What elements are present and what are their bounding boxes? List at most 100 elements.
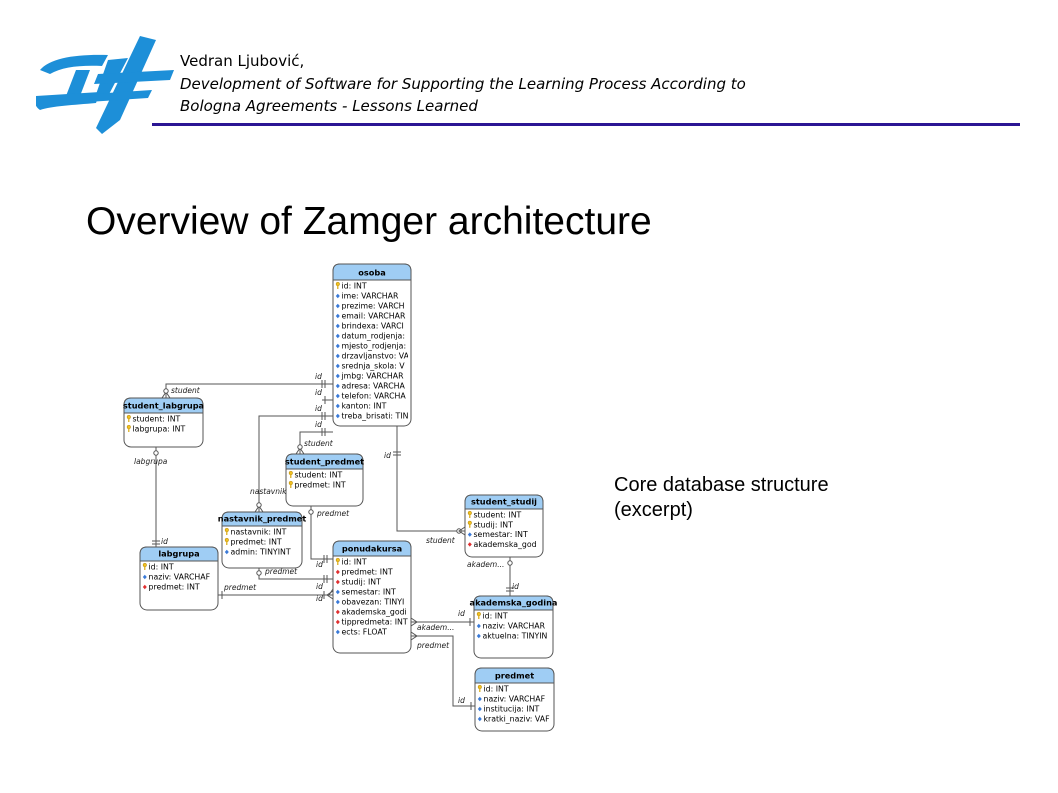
cardinality-optional bbox=[256, 502, 262, 508]
field-label: jmbg: VARCHAR bbox=[341, 372, 405, 381]
relation-line bbox=[258, 415, 333, 512]
relation-label: akadem... bbox=[417, 623, 454, 632]
field-label: aktuelna: TINYIN bbox=[483, 632, 548, 641]
relation-label: predmet bbox=[316, 509, 350, 518]
foreign-key-icon bbox=[335, 579, 340, 585]
table-field: nastavnik: INT bbox=[224, 528, 287, 537]
cardinality-many bbox=[458, 526, 466, 536]
table-title: labgrupa bbox=[158, 549, 199, 559]
table-field: akademska_godi bbox=[335, 608, 407, 617]
column-icon bbox=[335, 393, 340, 399]
foreign-key-icon bbox=[335, 609, 340, 615]
table-field: id: INT bbox=[142, 563, 174, 572]
field-label: obavezan: TINYI bbox=[342, 598, 405, 607]
column-icon bbox=[335, 323, 340, 329]
table-header bbox=[464, 494, 544, 510]
field-label: naziv: VARCHAR bbox=[483, 622, 546, 631]
faculty-logo bbox=[36, 36, 174, 134]
table-header bbox=[285, 453, 364, 470]
cardinality-optional bbox=[507, 560, 513, 566]
table-field: akademska_god bbox=[467, 540, 537, 549]
relation-line bbox=[411, 635, 475, 707]
table-field: student: INT bbox=[288, 470, 343, 480]
column-icon bbox=[335, 403, 340, 409]
field-label: predmet: INT bbox=[149, 583, 200, 592]
caption-line2: (excerpt) bbox=[614, 499, 693, 521]
field-label: student: INT bbox=[295, 471, 343, 480]
column-icon bbox=[142, 574, 147, 580]
table-header bbox=[332, 540, 412, 557]
table-field: datum_rodjenja: bbox=[335, 332, 405, 341]
table-title: akademska_godina bbox=[470, 598, 558, 608]
primary-key-icon bbox=[467, 510, 472, 518]
column-icon bbox=[477, 706, 482, 712]
table-field: mjesto_rodjenja: bbox=[335, 342, 407, 351]
relation-label: akadem... bbox=[467, 560, 504, 569]
table-field: kanton: INT bbox=[335, 402, 387, 411]
field-label: id: INT bbox=[342, 558, 367, 567]
table-field: ime: VARCHAR bbox=[335, 292, 399, 301]
relationship-lines bbox=[152, 380, 514, 710]
foreign-key-icon bbox=[142, 584, 147, 590]
field-label: semestar: INT bbox=[474, 530, 528, 539]
relation-line bbox=[310, 506, 333, 560]
column-icon bbox=[335, 303, 340, 309]
field-label: kanton: INT bbox=[342, 402, 387, 411]
table-title: predmet bbox=[495, 671, 534, 681]
relation-label: predmet bbox=[264, 567, 298, 576]
diagram-caption: Core database structure (excerpt) bbox=[614, 473, 829, 523]
field-label: institucija: INT bbox=[484, 705, 540, 714]
table-header bbox=[332, 263, 412, 281]
table-field: adresa: VARCHA bbox=[335, 382, 406, 391]
table-field: naziv: VARCHAF bbox=[477, 695, 546, 704]
table-field: treba_brisati: TIN bbox=[335, 412, 409, 421]
table-header bbox=[221, 511, 303, 527]
column-icon bbox=[335, 353, 340, 359]
field-label: akademska_god bbox=[474, 540, 537, 549]
table-field: student: INT bbox=[467, 510, 522, 520]
field-label: semestar: INT bbox=[342, 588, 396, 597]
field-label: kratki_naziv: VAF bbox=[484, 715, 551, 724]
field-label: predmet: INT bbox=[342, 568, 393, 577]
primary-key-icon bbox=[467, 520, 472, 528]
cardinality-many bbox=[326, 590, 334, 600]
field-label: akademska_godi bbox=[342, 608, 407, 617]
column-icon bbox=[335, 589, 340, 595]
relationship-labels: studentidlabgrupaidnastavnikidstudentidp… bbox=[134, 372, 519, 705]
table-field: aktuelna: TINYIN bbox=[476, 632, 548, 641]
column-icon bbox=[335, 363, 340, 369]
field-label: id: INT bbox=[342, 282, 367, 291]
table-field: predmet: INT bbox=[224, 538, 282, 547]
header-title: Development of Software for Supporting t… bbox=[180, 73, 860, 117]
relation-label: student bbox=[304, 439, 334, 448]
field-label: treba_brisati: TIN bbox=[342, 412, 409, 421]
relation-label: labgrupa bbox=[134, 457, 168, 466]
relation-label: id bbox=[315, 420, 322, 429]
table-field: studij: INT bbox=[467, 520, 513, 529]
table-field: id: INT bbox=[477, 685, 509, 694]
field-label: drzavljanstvo: VA bbox=[342, 352, 410, 361]
table-field: semestar: INT bbox=[467, 530, 528, 539]
field-label: telefon: VARCHA bbox=[342, 392, 407, 401]
table-field: id: INT bbox=[476, 612, 508, 621]
relation-label: id bbox=[315, 372, 322, 381]
relation-label: id bbox=[316, 560, 323, 569]
relation-label: id bbox=[458, 696, 465, 705]
field-label: predmet: INT bbox=[295, 481, 346, 490]
cardinality-optional bbox=[308, 509, 314, 515]
field-label: mjesto_rodjenja: bbox=[342, 342, 407, 351]
table-field: admin: TINYINT bbox=[224, 548, 291, 557]
relation-label: nastavnik bbox=[250, 487, 287, 496]
column-icon bbox=[335, 629, 340, 635]
relation-label: id bbox=[316, 582, 323, 591]
header-rule bbox=[152, 123, 1020, 126]
slide-title: Overview of Zamger architecture bbox=[86, 200, 652, 243]
primary-key-icon bbox=[288, 470, 293, 478]
caption-line1: Core database structure bbox=[614, 474, 829, 496]
field-label: id: INT bbox=[484, 685, 509, 694]
